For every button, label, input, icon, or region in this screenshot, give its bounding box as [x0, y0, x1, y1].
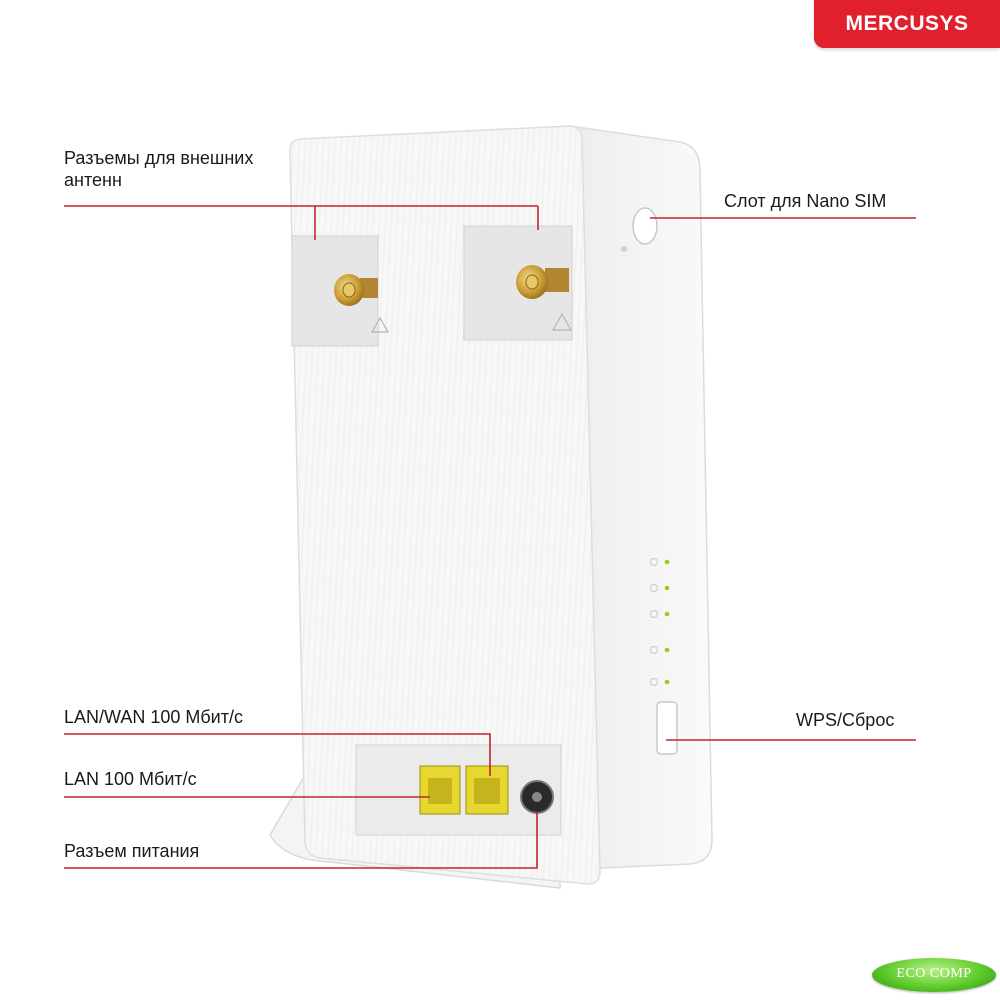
- wps-reset-button: [656, 701, 678, 755]
- logo-text: MERCUSYS: [845, 12, 969, 35]
- antenna-connector-right: [516, 265, 569, 299]
- sim-eject-hole: [621, 246, 627, 252]
- nano-sim-slot: [632, 207, 658, 245]
- led-indicators: [650, 558, 670, 686]
- led-dot: [664, 679, 670, 685]
- led-dot: [664, 585, 670, 591]
- mercusys-logo: MERCUSYS: [814, 0, 1000, 48]
- power-callout-line: [64, 812, 538, 869]
- led-dot: [664, 559, 670, 565]
- ecocomp-watermark: ECO COMP: [872, 958, 996, 992]
- wps-icon: [650, 678, 658, 686]
- lan-wan-port: [465, 765, 509, 815]
- lan-wan-callout-line: [64, 733, 491, 776]
- callout-lines: [64, 205, 916, 869]
- led-dot: [664, 647, 670, 653]
- antenna-connector-left: [334, 274, 378, 306]
- led-dot: [664, 611, 670, 617]
- lan-port: [419, 765, 461, 815]
- antenna-icon: [650, 610, 658, 618]
- nano-sim-slot-label: Слот для Nano SIM: [724, 191, 887, 211]
- lan-wan-port-label: LAN/WAN 100 Мбит/с: [64, 707, 243, 727]
- wifi-icon: [650, 646, 658, 654]
- warning-icon: [551, 312, 573, 331]
- warning-icon: [370, 316, 390, 333]
- watermark-text: ECO COMP: [896, 966, 972, 981]
- router-side-panel: [559, 125, 713, 871]
- antenna-connectors-label: Разъемы для внешних антенн: [64, 148, 254, 190]
- lan-port-label: LAN 100 Мбит/с: [64, 769, 197, 789]
- wps-reset-label: WPS/Сброс: [796, 710, 895, 730]
- signal-icon: [650, 558, 658, 566]
- power-connector-label: Разъем питания: [64, 841, 200, 861]
- power-jack: [520, 780, 554, 814]
- signal-icon: [650, 584, 658, 592]
